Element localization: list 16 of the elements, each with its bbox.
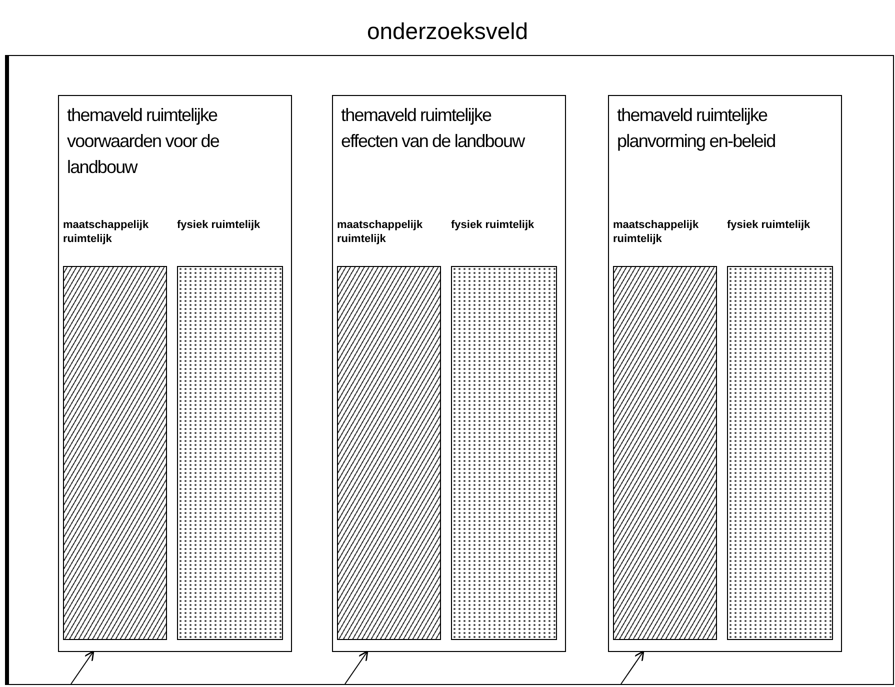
- theme-panel: [608, 95, 842, 652]
- field-title: onderzoeksveld: [366, 18, 530, 45]
- arrow: [344, 650, 368, 684]
- column-heading: maatschappelijk ruimtelijk: [63, 218, 150, 246]
- column-heading: maatschappelijk ruimtelijk: [613, 218, 700, 246]
- theme-heading: themaveld ruimtelijke voorwaarden voor de landbouw: [67, 104, 220, 179]
- theme-heading: themaveld ruimtelijke planvorming en-beleid: [617, 104, 776, 153]
- theme-panel: [332, 95, 566, 652]
- column-heading: fysiek ruimtelijk: [727, 218, 812, 232]
- column-heading: fysiek ruimtelijk: [177, 218, 262, 232]
- arrow: [70, 650, 94, 684]
- arrow: [620, 650, 644, 684]
- column-heading: fysiek ruimtelijk: [451, 218, 536, 232]
- theme-panel: [58, 95, 292, 652]
- theme-heading: themaveld ruimtelijke effecten van de landbouw: [341, 104, 526, 153]
- column-heading: maatschappelijk ruimtelijk: [337, 218, 424, 246]
